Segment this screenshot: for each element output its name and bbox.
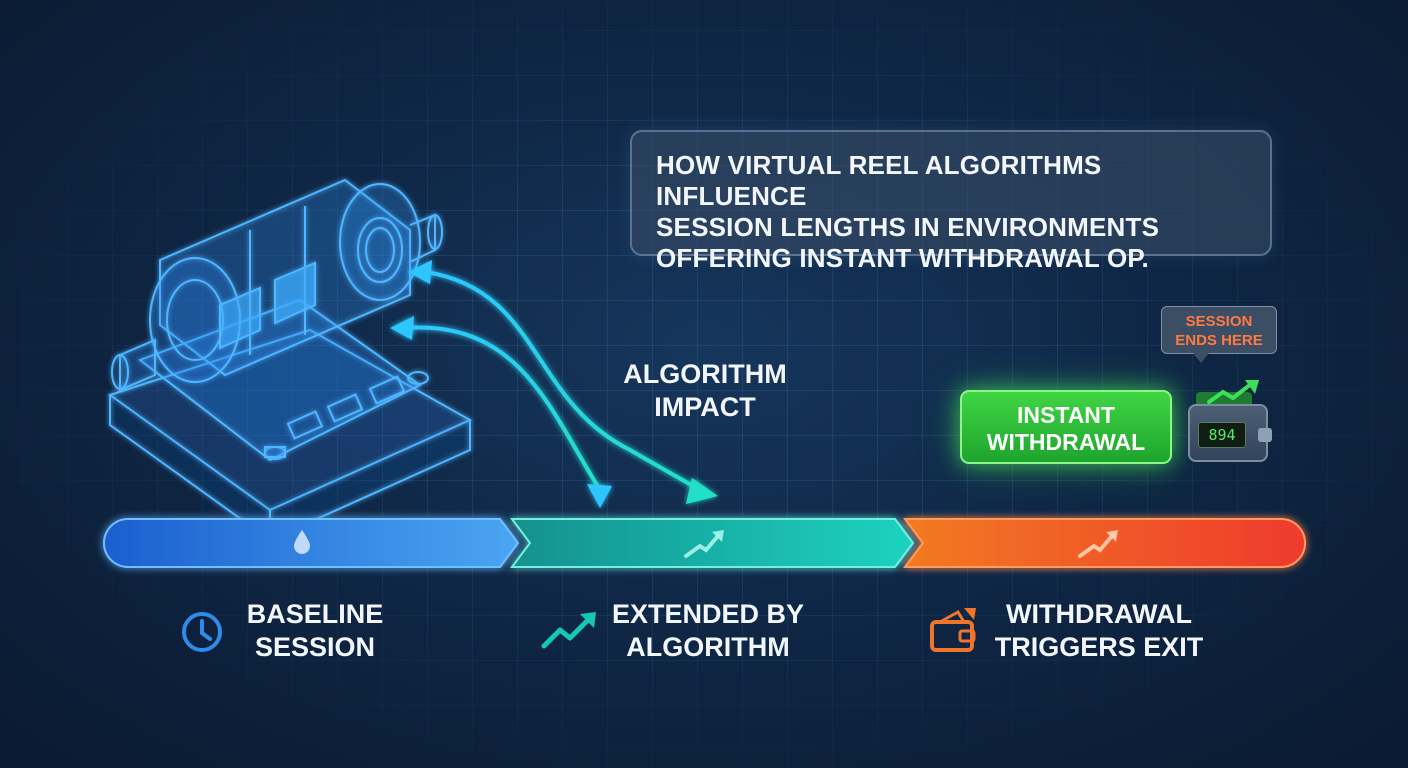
trend-arrowhead-orange [1106,530,1118,542]
slot-machine-illustration [107,178,473,520]
withdraw-line-2: WITHDRAWAL [986,429,1146,455]
stage-extended-line-2: ALGORITHM [626,632,790,662]
timeline-segment-baseline [103,518,520,568]
stage-exit-line-2: TRIGGERS EXIT [994,632,1204,662]
session-ends-bubble: SESSION ENDS HERE [1161,306,1277,354]
algorithm-impact-label: ALGORITHM IMPACT [590,358,820,424]
stage-baseline-line-2: SESSION [254,632,376,662]
title-box: HOW VIRTUAL REEL ALGORITHMS INFLUENCE SE… [630,130,1272,273]
title-line-1: HOW VIRTUAL REEL ALGORITHMS INFLUENCE [656,150,1102,211]
withdraw-line-1: INSTANT [1017,402,1115,428]
stage-exit-line-1: WITHDRAWAL [1006,599,1192,629]
trend-arrow-icon-teal [684,534,720,558]
clock-icon [182,612,222,652]
stage-extended-caption: EXTENDED BY ALGORITHM [596,598,820,664]
drop-icon [294,530,310,554]
wallet-icon [930,608,976,652]
impact-line-2: IMPACT [654,392,756,422]
bubble-tail [1193,353,1209,363]
instant-withdrawal-button[interactable]: INSTANT WITHDRAWAL [960,390,1172,464]
trend-arrowhead-teal [712,530,724,542]
stage-extended-line-1: EXTENDED BY [611,599,805,629]
impact-line-1: ALGORITHM [623,359,787,389]
wallet-clasp [1258,428,1272,442]
wallet-display: 894 [1198,422,1246,448]
bubble-line-1: SESSION [1185,313,1253,330]
stage-baseline-caption: BASELINE SESSION [225,598,405,664]
stage-baseline-line-1: BASELINE [246,599,384,629]
title-line-3: OFFERING INSTANT WITHDRAWAL OP. [656,243,1149,273]
bubble-line-2: ENDS HERE [1175,332,1263,349]
stage-exit-caption: WITHDRAWAL TRIGGERS EXIT [980,598,1218,664]
trend-arrow-icon-orange [1078,534,1114,558]
trend-up-icon [541,612,596,649]
title-line-2: SESSION LENGTHS IN ENVIRONMENTS [656,212,1160,242]
wallet-trend-icon [1207,380,1259,404]
algorithm-arrows [390,260,718,508]
